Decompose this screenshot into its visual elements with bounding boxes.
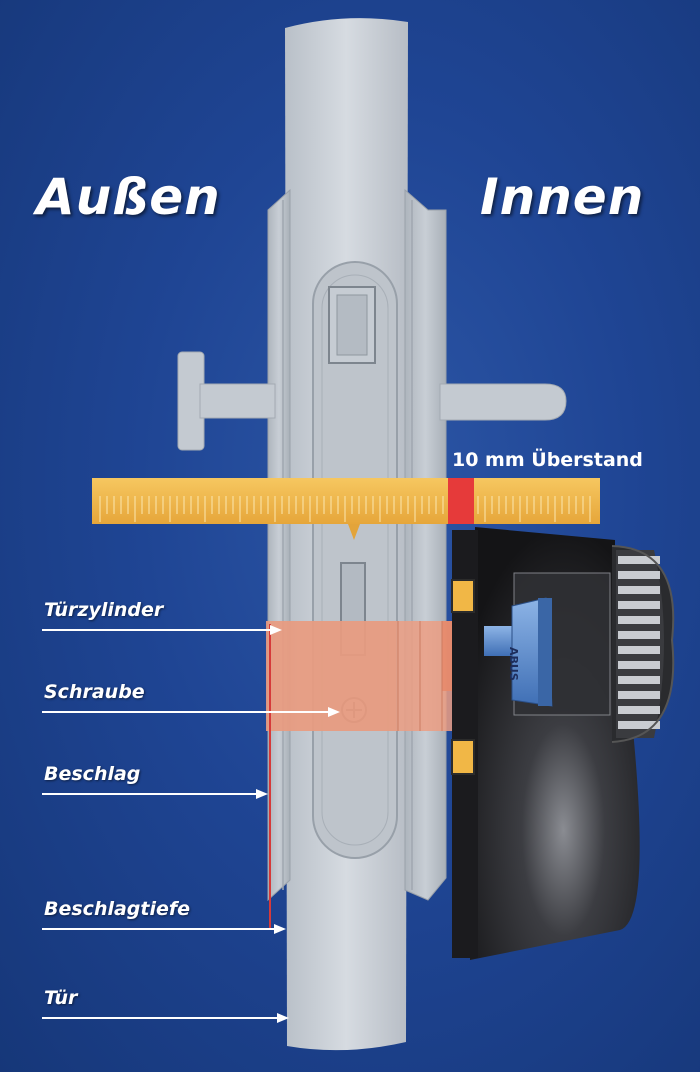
key [484,597,553,707]
callout-fitting: Beschlag [44,763,141,785]
inner-fitting [404,188,447,901]
heading-outside: Außen [36,168,221,226]
handle-lever-inside [439,383,567,421]
handle-shaft-outside [199,383,276,419]
measuring-ruler [92,478,600,540]
callout-screw: Schraube [44,681,145,703]
key-brand: ABUS [507,647,520,681]
callout-fitting-depth: Beschlagtiefe [44,898,191,920]
callout-door: Tür [44,987,78,1009]
thumb-turn [611,545,675,743]
callout-arrows [42,625,340,1023]
overhang-caption: 10 mm Überstand [452,449,643,471]
heading-inside: Innen [480,168,645,226]
outer-fitting [267,188,291,902]
overhang-marker [448,478,474,524]
callout-cylinder: Türzylinder [44,599,164,621]
